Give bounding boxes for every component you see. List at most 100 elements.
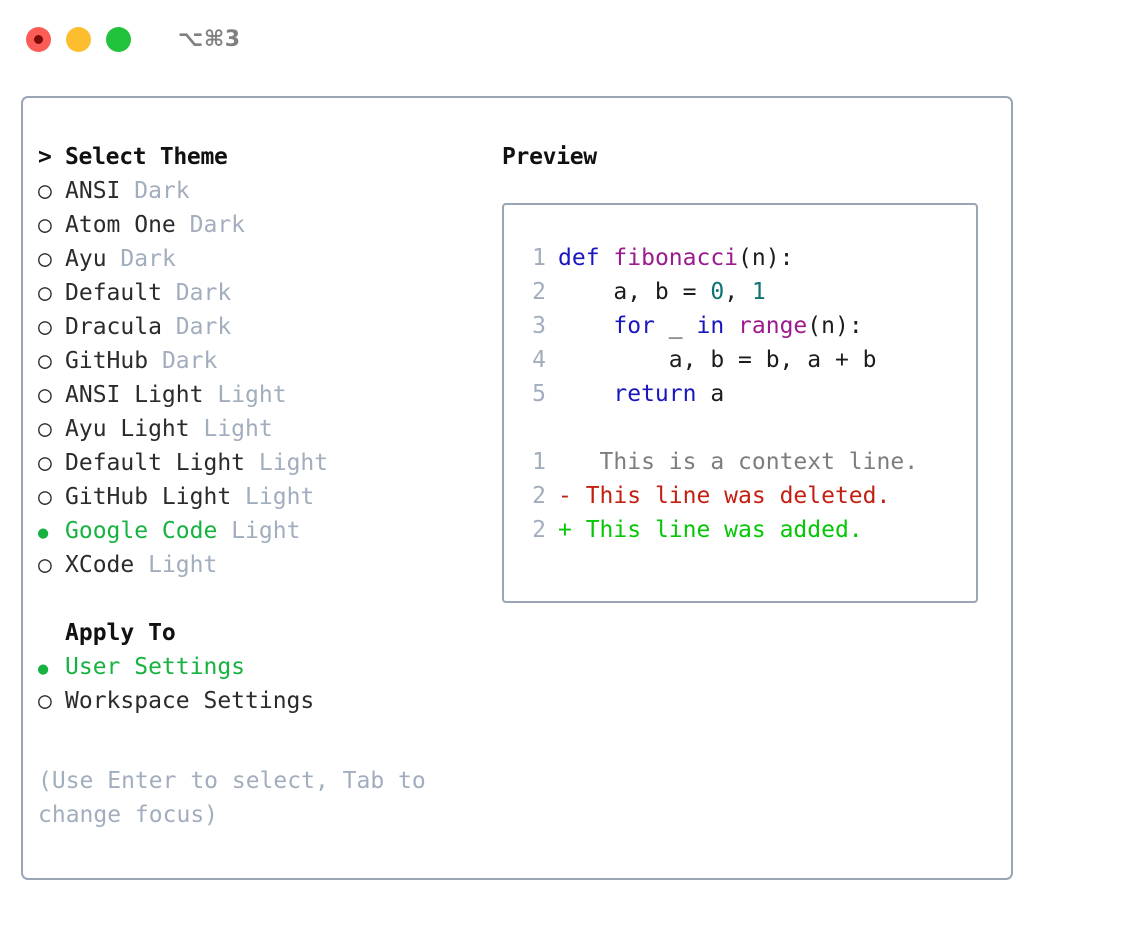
diff-sign: + [558, 517, 572, 543]
token-plain [600, 245, 614, 271]
token-plain: a, b = [558, 279, 711, 305]
apply-to-user-settings[interactable]: ● User Settings [38, 650, 488, 684]
theme-name: GitHub [65, 348, 149, 374]
token-keyword: return [613, 381, 697, 407]
theme-option-github-light[interactable]: ○GitHub Light Light [38, 480, 488, 514]
theme-variant-tag: Light [258, 450, 329, 476]
theme-tag [190, 412, 204, 446]
theme-name: Google Code [65, 518, 218, 544]
radio-unselected-icon[interactable]: ○ [38, 246, 52, 272]
theme-variant-tag: Light [231, 518, 301, 544]
apply-to-option-label: Workspace Settings [65, 688, 315, 714]
diff-sign [558, 445, 572, 479]
token-plain: a [696, 381, 725, 407]
token-number: 1 [751, 279, 766, 305]
maximize-button-icon[interactable] [106, 26, 131, 52]
select-theme-header: >Select Theme [38, 140, 488, 174]
theme-tag [231, 480, 245, 514]
hint-line-2: change focus) [38, 802, 219, 828]
theme-option-atom-one[interactable]: ○ Atom One Dark [38, 208, 488, 242]
theme-name: Default [65, 280, 162, 306]
theme-tag [107, 242, 121, 276]
radio-unselected-icon[interactable]: ○ [38, 552, 52, 578]
diff-text: This line was deleted. [571, 483, 891, 509]
radio-selected-icon[interactable]: ● [38, 523, 49, 543]
theme-tag [162, 276, 176, 310]
token-function: fibonacci [613, 245, 739, 271]
theme-option-ayu-light[interactable]: ○ Ayu Light Light [38, 412, 488, 446]
radio-unselected-icon[interactable]: ○ [38, 212, 52, 238]
apply-to-workspace-settings[interactable]: ○ Workspace Settings [38, 684, 488, 718]
radio-unselected-icon[interactable]: ○ [38, 416, 52, 442]
token-keyword: def [558, 245, 600, 271]
theme-option-default[interactable]: ○ Default Dark [38, 276, 488, 310]
line-number: 1 [532, 449, 546, 475]
theme-name: XCode [65, 552, 135, 578]
radio-unselected-icon[interactable]: ○ [38, 314, 52, 340]
theme-variant-tag: Dark [189, 212, 246, 238]
theme-tag [120, 174, 134, 208]
theme-tag [203, 378, 217, 412]
theme-tag [217, 514, 231, 548]
theme-variant-tag: Dark [134, 178, 190, 204]
radio-selected-icon[interactable]: ● [38, 659, 49, 679]
apply-to-header: Apply To [38, 616, 488, 650]
theme-tag [134, 548, 148, 582]
theme-option-github[interactable]: ○GitHub Dark [38, 344, 488, 378]
token-number: 0 [710, 279, 725, 305]
line-number: 2 [532, 279, 546, 305]
line-number: 2 [532, 483, 546, 509]
theme-option-google-code[interactable]: ● Google Code Light [38, 514, 488, 548]
theme-name: Ayu Light [65, 416, 190, 442]
code-line: 3 for _ in range(n): [518, 309, 976, 343]
title-bar: ⌥⌘3 [0, 0, 1140, 78]
window-shortcut-label: ⌥⌘3 [178, 26, 241, 52]
radio-unselected-icon[interactable]: ○ [38, 484, 52, 510]
minimize-button-icon[interactable] [66, 26, 91, 52]
theme-name: Default Light [65, 450, 246, 476]
theme-name: GitHub Light [65, 484, 232, 510]
theme-name: Ayu [65, 246, 107, 272]
theme-name: ANSI Light [65, 382, 204, 408]
radio-unselected-icon[interactable]: ○ [38, 178, 52, 204]
radio-unselected-icon[interactable]: ○ [38, 450, 52, 476]
theme-name: Dracula [65, 314, 162, 340]
list-section-spacer [38, 582, 488, 616]
radio-unselected-icon[interactable]: ○ [38, 280, 52, 306]
preview-title: Preview [502, 144, 597, 170]
select-theme-title: Select Theme [65, 144, 228, 170]
diff-sign: - [558, 483, 572, 509]
code-line: 4 a, b = b, a + b [518, 343, 976, 377]
theme-option-xcode[interactable]: ○ XCode Light [38, 548, 488, 582]
theme-option-ansi-light[interactable]: ○ ANSI Light Light [38, 378, 488, 412]
diff-line-added: 2+ This line was added. [518, 513, 976, 547]
radio-unselected-icon[interactable]: ○ [38, 348, 52, 374]
line-number: 1 [532, 245, 546, 271]
theme-variant-tag: Dark [120, 246, 176, 272]
theme-option-ansi[interactable]: ○ANSI Dark [38, 174, 488, 208]
token-plain [724, 313, 738, 339]
theme-variant-tag: Light [217, 382, 287, 408]
theme-tag [176, 208, 190, 242]
token-function: range [738, 313, 808, 339]
radio-unselected-icon[interactable]: ○ [38, 382, 52, 408]
radio-unselected-icon[interactable]: ○ [38, 688, 52, 714]
line-number: 4 [532, 347, 546, 373]
theme-option-dracula[interactable]: ○ Dracula Dark [38, 310, 488, 344]
diff-line-deleted: 2- This line was deleted. [518, 479, 976, 513]
theme-name: Atom One [65, 212, 176, 238]
keyboard-hint: (Use Enter to select, Tab to change focu… [38, 764, 458, 832]
theme-variant-tag: Dark [175, 280, 232, 306]
theme-variant-tag: Light [148, 552, 218, 578]
token-plain [558, 313, 613, 339]
apply-to-option-label: User Settings [65, 654, 246, 680]
close-button-icon[interactable] [26, 26, 51, 52]
token-keyword: for [613, 313, 655, 339]
theme-variant-tag: Dark [175, 314, 232, 340]
line-number: 2 [532, 517, 546, 543]
code-content: a, b = 0, 1 [558, 275, 766, 309]
theme-variant-tag: Light [203, 416, 273, 442]
theme-option-ayu[interactable]: ○ Ayu Dark [38, 242, 488, 276]
theme-option-default-light[interactable]: ○ Default Light Light [38, 446, 488, 480]
